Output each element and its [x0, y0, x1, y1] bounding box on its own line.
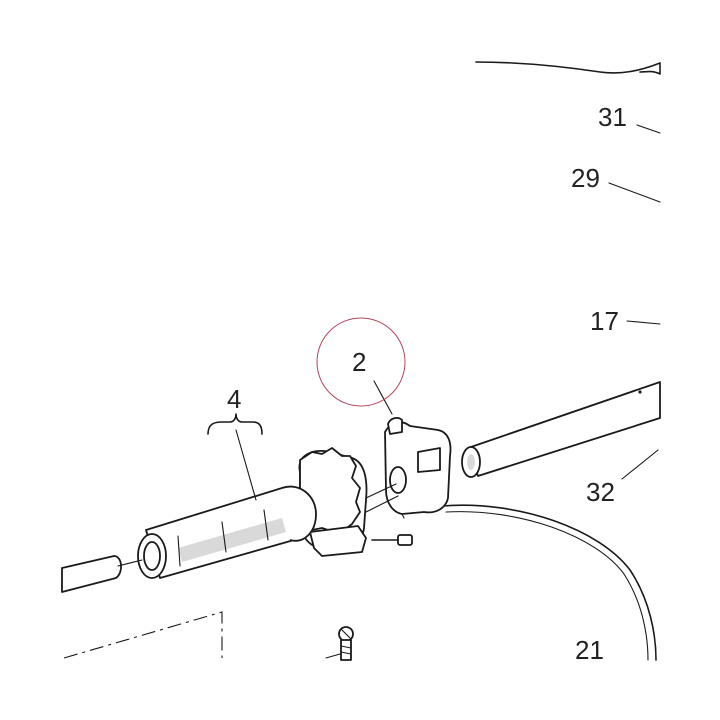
throttle-cable	[441, 504, 657, 661]
screw	[325, 626, 354, 661]
callout-31: 31	[598, 102, 627, 132]
leader-4	[235, 429, 257, 501]
leader-2	[373, 380, 393, 415]
handlebar-tube	[461, 381, 661, 478]
throttle-clamp	[298, 447, 413, 557]
leader-29	[608, 182, 661, 203]
left-bar-end	[61, 555, 143, 593]
leader-17	[626, 320, 661, 325]
callout-21: 21	[575, 635, 604, 665]
callout-2: 2	[352, 347, 367, 377]
brace-4	[207, 413, 263, 435]
leader-31	[636, 124, 661, 134]
switch-housing	[384, 417, 452, 519]
leader-32	[621, 449, 659, 480]
cowl-outline	[475, 61, 661, 75]
throttle-grip	[137, 485, 317, 579]
callout-29: 29	[571, 163, 600, 193]
callout-4: 4	[227, 384, 242, 414]
callout-17: 17	[590, 306, 619, 336]
highlight-circle	[316, 317, 406, 407]
callout-32: 32	[586, 477, 615, 507]
centerline	[63, 611, 223, 659]
